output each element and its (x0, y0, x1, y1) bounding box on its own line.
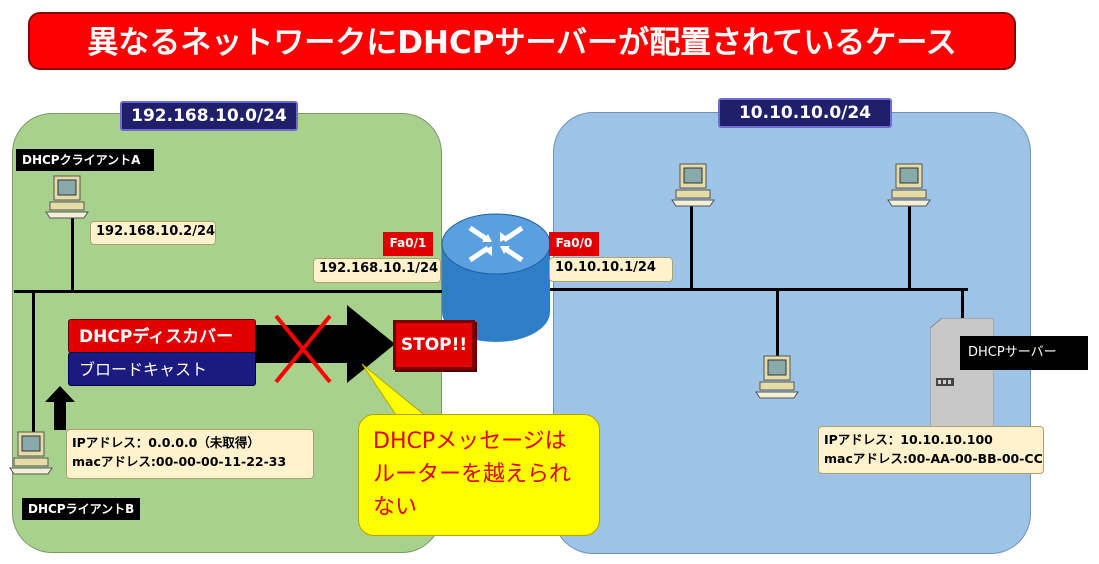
router-ip-left: 192.168.10.1/24 (313, 258, 441, 283)
computer-icon-client-b (9, 431, 53, 475)
drop-line-pc-3 (776, 290, 779, 358)
drop-line-client-a (71, 214, 74, 292)
server-addresses: IPアドレス：10.10.10.100 macアドレス:00-AA-00-BB-… (818, 426, 1044, 474)
client-b-label: DHCPライアントB (22, 498, 140, 520)
drop-line-pc-2 (908, 205, 911, 290)
client-b-mac: macアドレス:00-00-00-11-22-33 (72, 454, 287, 469)
computer-icon-pc-3 (755, 355, 799, 399)
port-fa0-1: Fa0/1 (383, 232, 433, 256)
cross-mark-icon (274, 314, 332, 384)
message-arrow (255, 305, 395, 383)
drop-line-pc-1 (690, 205, 693, 290)
computer-icon-pc-2 (887, 163, 931, 207)
server-icon (930, 318, 994, 430)
server-label: DHCPサーバー (960, 336, 1088, 370)
client-b-addresses: IPアドレス：0.0.0.0（未取得） macアドレス:00-00-00-11-… (66, 429, 314, 479)
callout-box: DHCPメッセージはルーターを越えられない (358, 414, 600, 536)
network-label-left: 192.168.10.0/24 (120, 101, 298, 131)
server-ip: IPアドレス：10.10.10.100 (824, 432, 993, 447)
drop-line-server (961, 288, 964, 320)
stop-sign: STOP!! (393, 320, 475, 370)
diagram-title: 異なるネットワークにDHCPサーバーが配置されているケース (28, 12, 1016, 70)
router-ip-right: 10.10.10.1/24 (549, 257, 673, 282)
client-a-label: DHCPクライアントA (16, 149, 154, 171)
port-fa0-0: Fa0/0 (549, 232, 599, 256)
client-b-ip: IPアドレス：0.0.0.0（未取得） (72, 435, 260, 450)
computer-icon-client-a (45, 175, 89, 219)
server-mac: macアドレス:00-AA-00-BB-00-CC (824, 451, 1043, 466)
up-arrow-icon (45, 386, 75, 430)
drop-line-client-b (32, 290, 35, 438)
network-label-right: 10.10.10.0/24 (718, 98, 892, 128)
ethernet-bus-left (14, 290, 444, 293)
client-a-ip: 192.168.10.2/24 (90, 221, 216, 245)
router-icon (441, 213, 551, 342)
callout-pointer (361, 363, 430, 419)
ethernet-bus-right (548, 288, 968, 291)
dhcp-discover-label: DHCPディスカバー (68, 319, 256, 353)
computer-icon-pc-1 (671, 163, 715, 207)
broadcast-label: ブロードキャスト (68, 352, 256, 386)
